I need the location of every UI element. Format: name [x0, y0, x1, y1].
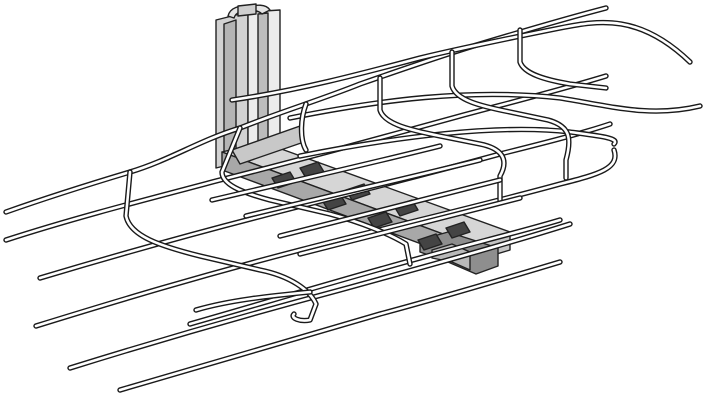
- wire-base-2: [244, 158, 482, 218]
- wire-cross-1: [124, 170, 318, 322]
- wire-cross-2: [220, 126, 412, 266]
- wire-base-4: [298, 196, 522, 256]
- wire-rail-bottom-1: [34, 148, 617, 328]
- wire-cross-3: [378, 76, 506, 202]
- wire-rail-right-1: [288, 93, 702, 120]
- wire-cross-7: [194, 290, 312, 312]
- wire-rail-top-right: [230, 21, 692, 102]
- wire-cross-6: [300, 102, 308, 152]
- wire-cross-4: [450, 50, 571, 180]
- wire-cross-5: [518, 28, 608, 90]
- wire-mesh-cable-tray: [3, 5, 703, 393]
- wire-rail-bottom-3: [118, 260, 562, 392]
- wire-base-1: [210, 144, 442, 202]
- wire-rail-bottom-4: [188, 218, 562, 326]
- wire-rail-bottom-2: [68, 222, 572, 370]
- wire-rail-right-2: [298, 128, 617, 158]
- wire-base-3: [278, 178, 502, 238]
